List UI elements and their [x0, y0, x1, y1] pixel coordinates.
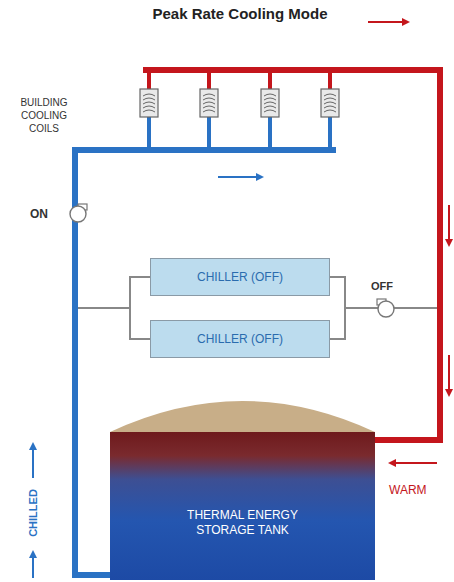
tank-label: THERMAL ENERGY STORAGE TANK — [168, 508, 318, 538]
flow-arrow — [32, 444, 34, 478]
diagram-title: Peak Rate Cooling Mode — [0, 5, 454, 22]
flow-arrow — [448, 205, 450, 245]
pump-state: OFF — [371, 280, 393, 292]
chiller-label: CHILLER (OFF) — [197, 270, 283, 284]
flow-label: CHILLED — [27, 489, 39, 537]
flow-arrow — [32, 552, 34, 578]
warm-pipe — [143, 70, 440, 440]
pump-symbol — [377, 299, 394, 317]
chiller-label: CHILLER (OFF) — [197, 332, 283, 346]
flow-label: WARM — [389, 483, 427, 497]
flow-arrow — [368, 21, 408, 23]
storage-tank: THERMAL ENERGY STORAGE TANK — [110, 392, 375, 580]
flow-arrow — [448, 355, 450, 395]
pump-state: ON — [30, 207, 48, 221]
coil-drops — [149, 116, 330, 150]
coil-risers — [149, 70, 330, 90]
flow-arrow — [390, 462, 437, 464]
chiller-box: CHILLER (OFF) — [150, 320, 330, 358]
cooling-coil — [140, 89, 339, 117]
part-label: BUILDING COOLING COILS — [8, 96, 80, 135]
flow-arrow — [218, 176, 262, 178]
chiller-box: CHILLER (OFF) — [150, 258, 330, 296]
tank-shape — [110, 392, 375, 580]
pump-symbol — [70, 204, 87, 222]
